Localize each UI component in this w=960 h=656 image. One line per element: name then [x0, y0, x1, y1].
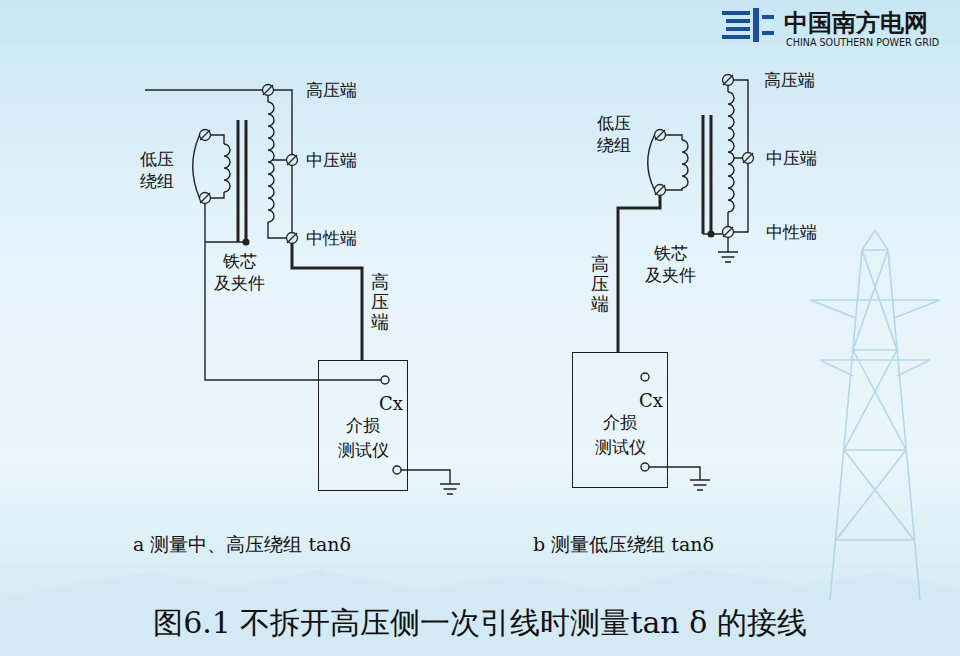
core-label: 铁芯 及夹件 [214, 250, 265, 294]
logo-bar [753, 8, 759, 42]
logo-stripe [762, 31, 774, 35]
terminal-symbol [263, 85, 274, 96]
logo-stripe [726, 19, 750, 23]
ground-symbol [718, 252, 738, 262]
terminal-circle [393, 466, 401, 474]
terminal-circle [641, 463, 649, 471]
wire [648, 135, 682, 190]
terminal-symbol [200, 130, 211, 141]
instrument-box: Cx介损 测试仪 [572, 352, 668, 488]
core-symbol [238, 120, 246, 242]
logo-icon [722, 8, 774, 42]
junction-dot [708, 231, 714, 237]
logo-stripe [722, 35, 750, 39]
wire [193, 135, 381, 380]
terminal-symbol [287, 155, 298, 166]
winding-coil [224, 144, 230, 192]
terminal-label: 中性端 [306, 227, 357, 249]
junction-dot [243, 239, 249, 245]
circuit-a [145, 85, 460, 495]
terminal-label: 中压端 [306, 149, 357, 171]
logo-text: CHINA SOUTHERN POWER GRID [786, 37, 939, 49]
terminal-label: 中压端 [766, 147, 817, 169]
core-symbol [703, 115, 711, 234]
terminal-symbol [200, 193, 211, 204]
logo-stripe [762, 15, 774, 19]
terminal-label: 高压端 [306, 79, 357, 101]
winding-label: 低压 绕组 [140, 148, 174, 192]
wire [703, 80, 748, 252]
terminal-symbol [723, 75, 734, 86]
lead-label: 高压端 [591, 254, 609, 313]
subcaption: b 测量低压绕组 tanδ [533, 532, 714, 557]
tower-watermark [810, 230, 940, 600]
terminal-circle [641, 373, 649, 381]
winding-coil [682, 140, 688, 188]
terminal-symbol [655, 185, 666, 196]
winding-coil [728, 92, 734, 212]
terminal-label: 中性端 [766, 221, 817, 243]
logo-stripe [722, 11, 750, 15]
terminal-symbol [723, 227, 734, 238]
instrument-symbol: Cx [639, 388, 663, 414]
subcaption: a 测量中、高压绕组 tanδ [133, 532, 351, 557]
figure-caption: 图6.1 不拆开高压侧一次引线时测量tan δ 的接线 [0, 603, 960, 642]
terminal-symbol [287, 233, 298, 244]
winding-coil [268, 102, 274, 222]
instrument-box: Cx介损 测试仪 [318, 360, 408, 491]
terminal-circle [381, 376, 389, 384]
logo-text: 中国南方电网 [784, 8, 928, 39]
terminal-symbol [743, 153, 754, 164]
mountain-silhouette [0, 568, 960, 656]
instrument-symbol: Cx [379, 391, 403, 417]
circuit-b [618, 75, 754, 491]
terminal-label: 高压端 [764, 69, 815, 91]
winding-label: 低压 绕组 [597, 112, 631, 156]
lead-label: 高压端 [371, 272, 389, 331]
core-label: 铁芯 及夹件 [645, 242, 696, 286]
instrument-label: 介损 测试仪 [338, 413, 389, 462]
ground-symbol [649, 467, 710, 490]
terminal-symbol [655, 130, 666, 141]
ground-symbol [401, 470, 460, 494]
instrument-label: 介损 测试仪 [595, 410, 646, 459]
lead-wire [292, 244, 362, 361]
logo-stripe [726, 27, 750, 31]
